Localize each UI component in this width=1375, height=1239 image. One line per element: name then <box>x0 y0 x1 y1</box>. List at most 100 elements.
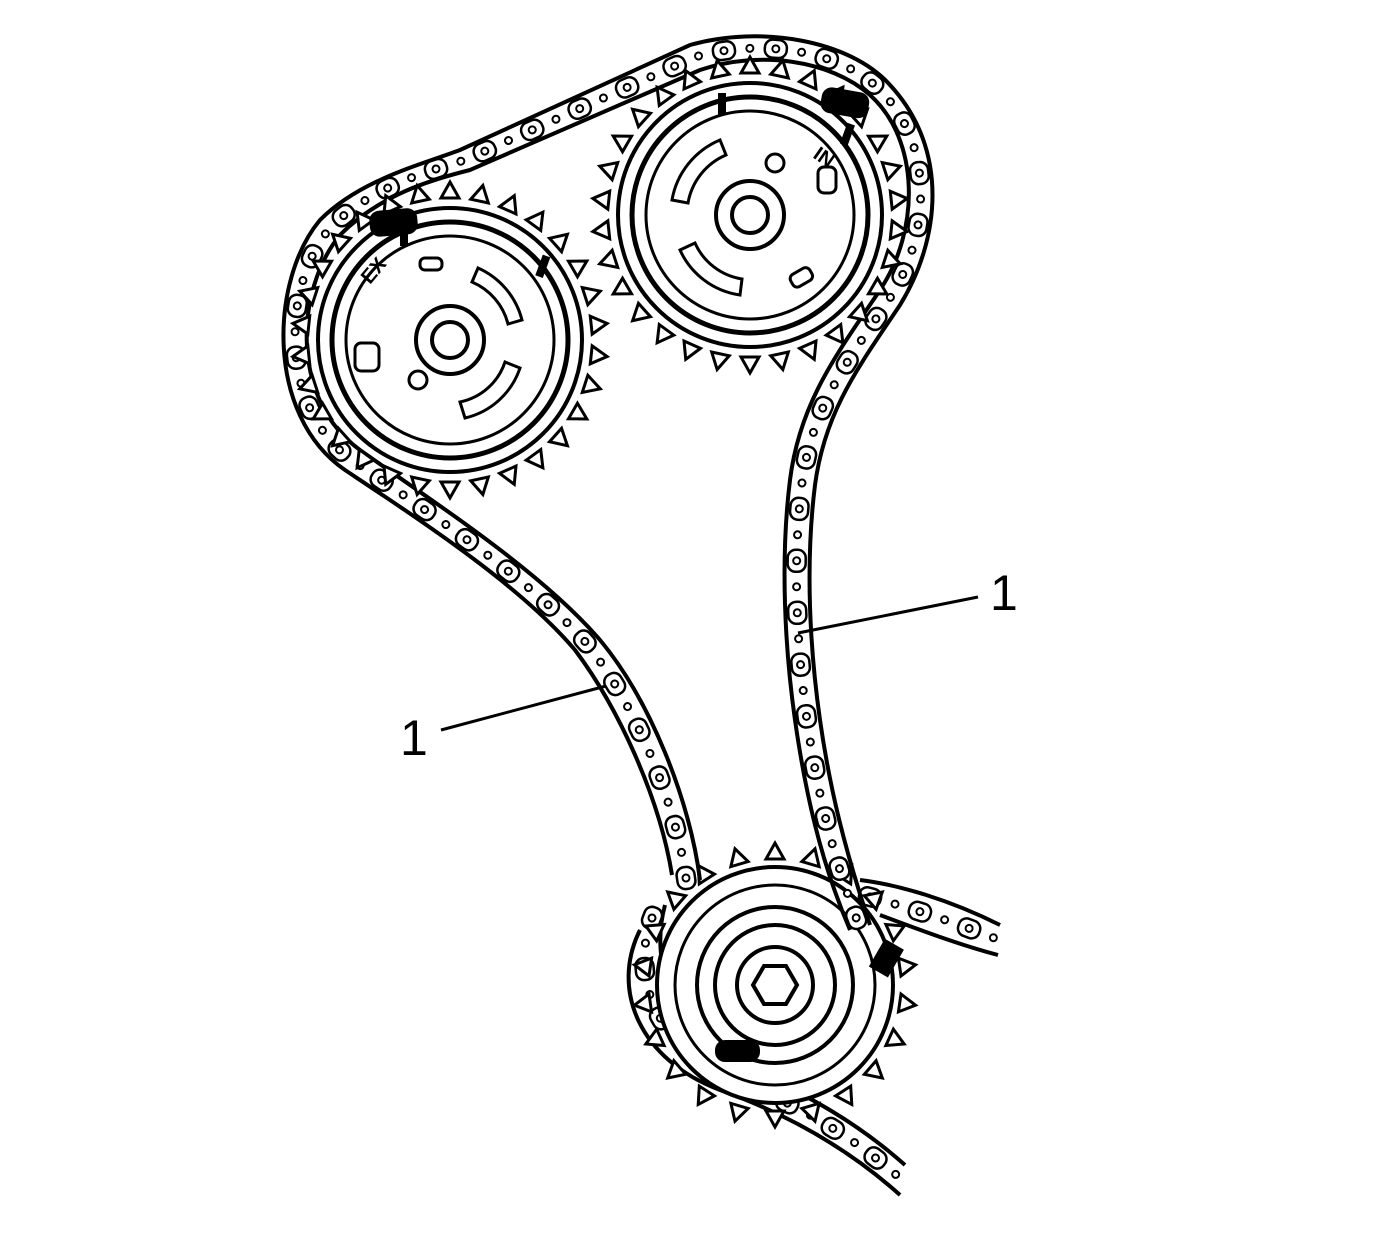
chain-link <box>317 425 327 435</box>
callout-label: 1 <box>990 565 1018 621</box>
chain-link <box>664 814 687 840</box>
chain-link <box>645 748 655 758</box>
sprocket-tooth <box>524 448 552 475</box>
chain-link <box>398 490 408 500</box>
sprocket-tooth <box>625 301 652 329</box>
sprocket-tooth <box>862 1059 890 1087</box>
chain-link <box>286 293 308 319</box>
sprocket-tooth <box>580 373 605 399</box>
chain-link <box>676 847 686 857</box>
chain-link <box>441 520 451 530</box>
sprocket-tooth <box>798 339 824 365</box>
chain-link <box>907 212 929 238</box>
chain-link <box>551 114 561 124</box>
chain-link <box>663 797 673 807</box>
chain-link <box>519 118 545 142</box>
chain-link <box>842 888 852 898</box>
chain-link <box>456 156 466 166</box>
sprocket-tooth <box>588 344 610 367</box>
chain-link <box>572 629 597 654</box>
chain-link <box>298 276 308 286</box>
chain-link <box>596 657 606 667</box>
chain-link <box>694 51 704 61</box>
callout-chain-right: 1 <box>797 565 1018 635</box>
chain-link <box>786 548 807 574</box>
sprocket-tooth <box>590 188 612 211</box>
exhaust-timing-notch-2 <box>400 228 408 246</box>
chain-link <box>792 582 802 592</box>
callout-leader-line <box>797 595 979 635</box>
chain-link <box>786 600 808 626</box>
chain-link <box>891 262 915 287</box>
sprocket-tooth <box>548 426 575 454</box>
sprocket-tooth <box>660 1059 688 1087</box>
chain-link <box>956 917 982 940</box>
chain-link <box>811 395 835 421</box>
chain-link <box>331 203 356 228</box>
chain-link <box>863 1146 888 1170</box>
sprocket-tooth <box>739 355 761 375</box>
sprocket-tooth <box>548 226 575 254</box>
chain-link <box>891 1169 901 1179</box>
sprocket-tooth <box>498 190 524 216</box>
sprocket-tooth <box>580 281 605 307</box>
sprocket-tooth <box>588 313 610 336</box>
chain-link <box>472 139 498 163</box>
exhaust-cam-sprocket: EX <box>290 180 610 500</box>
chain-link <box>815 788 825 798</box>
sprocket-tooth <box>834 1084 861 1111</box>
chain-link <box>793 530 803 540</box>
chain-link <box>454 527 480 552</box>
chain-link <box>860 71 885 96</box>
sprocket-tooth <box>590 219 612 242</box>
sprocket-tooth <box>706 350 731 373</box>
chain-links <box>285 38 930 931</box>
sprocket-tooth <box>884 1027 910 1054</box>
intake-timing-link-mark <box>820 87 870 119</box>
chain-link <box>844 905 868 931</box>
chain-link <box>646 72 656 82</box>
chain-link <box>614 75 640 99</box>
callout-label: 1 <box>400 710 428 766</box>
chain-link <box>850 1138 860 1148</box>
chain-link <box>360 196 370 206</box>
chain-link <box>648 765 671 791</box>
chain-link <box>907 245 917 255</box>
sprocket-tooth <box>295 373 320 399</box>
chain-link <box>846 64 856 74</box>
crank-guide-mark <box>868 938 904 978</box>
sprocket-tooth <box>469 475 494 498</box>
chain-link <box>623 702 633 712</box>
chain-link <box>412 497 437 522</box>
chain-link <box>940 915 950 925</box>
chain-link <box>885 97 895 107</box>
chain-link <box>627 717 651 743</box>
chain-link <box>827 839 837 849</box>
chain-link <box>662 54 688 78</box>
sprocket-tooth <box>524 205 552 232</box>
chain-link <box>640 938 650 948</box>
sprocket-tooth <box>769 350 794 373</box>
chain-link <box>909 143 919 153</box>
chain-link <box>797 478 807 488</box>
sprocket-tooth <box>607 276 634 304</box>
sprocket-tooth <box>439 480 461 500</box>
sprocket-tooth <box>896 992 919 1016</box>
sprocket-tooth <box>724 1101 750 1126</box>
chain-link <box>603 671 627 697</box>
chain-link <box>375 176 401 200</box>
chain-link <box>675 865 697 891</box>
chain-link <box>795 445 818 470</box>
chain-link <box>535 592 561 617</box>
intake-cam-sprocket: IN <box>590 55 910 375</box>
chain-link <box>567 97 593 121</box>
crank-timing-mark <box>715 1040 760 1062</box>
timing-chain <box>281 34 935 931</box>
crankshaft-sprocket <box>631 841 919 1129</box>
chain-link <box>892 111 916 136</box>
sprocket-tooth <box>498 464 524 490</box>
chain-link <box>797 47 807 57</box>
chain-link <box>504 136 514 146</box>
sprocket-tooth <box>595 156 620 182</box>
chain-link <box>598 93 608 103</box>
